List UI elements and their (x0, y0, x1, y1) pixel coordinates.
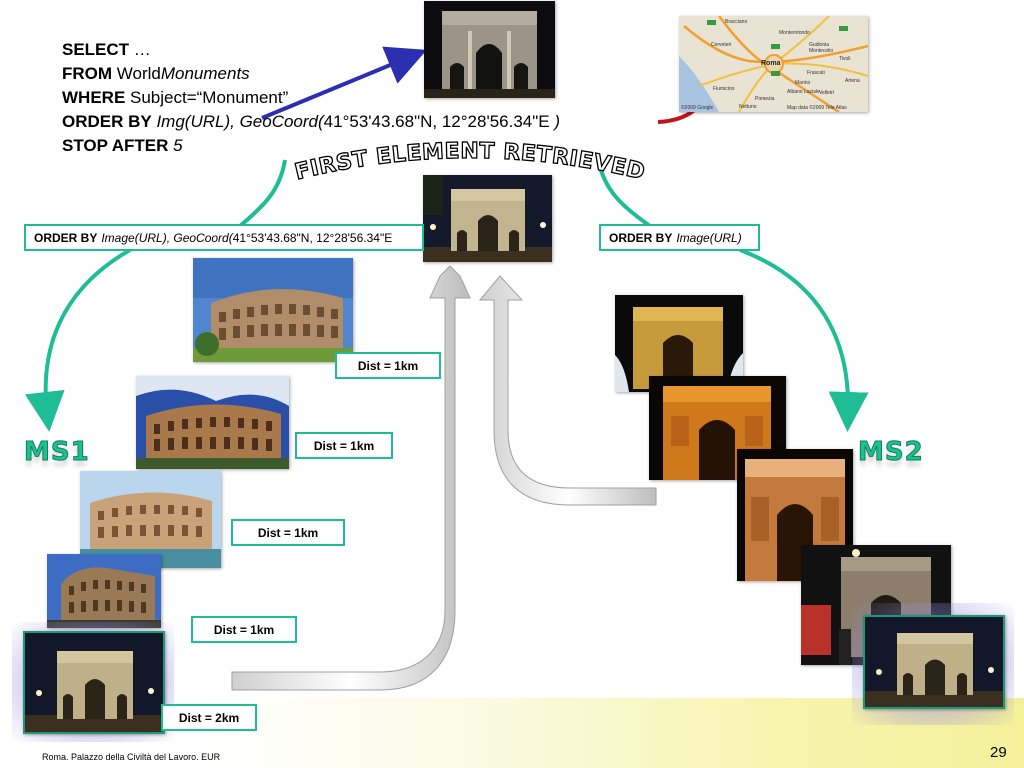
sql-stopafter-value: 5 (168, 136, 183, 155)
sql-from-value: World (112, 64, 161, 83)
blue-arrow (261, 46, 427, 120)
map-place-label: Nettuno (739, 104, 757, 110)
rome-map: Bracciano Monterotondo Cerveteri Guidoni… (679, 16, 868, 112)
sql-where-value: Subject=“Monument” (125, 88, 289, 107)
map-place-label: Monterotondo (779, 30, 810, 36)
ms1-colosseum-photo-3 (80, 471, 221, 568)
map-place-label: Frascati (807, 70, 825, 76)
map-place-label: Montecelio (809, 48, 834, 54)
sql-where-line: WHERE Subject=“Monument” (62, 86, 560, 110)
ms2-arch-photo-3 (737, 449, 853, 581)
ms1-label: MS1 (24, 437, 90, 468)
ms1-distance-label: Dist = 1km (335, 352, 441, 379)
sql-select-line: SELECT … (62, 38, 560, 62)
sql-select-value: … (129, 40, 151, 59)
sql-orderby-line: ORDER BY Img(URL), GeoCoord(41°53'43.68"… (62, 110, 560, 134)
ms2-arch-photo-1 (615, 295, 743, 392)
sql-where-keyword: WHERE (62, 88, 126, 107)
ms1-selected-arch-photo[interactable] (23, 631, 165, 734)
map-place-label: Velletri (819, 90, 835, 96)
sql-query: SELECT … FROM WorldMonuments WHERE Subje… (62, 38, 560, 158)
map-place-label: Tivoli (839, 56, 851, 62)
map-place-label: Roma (761, 60, 781, 67)
sql-orderby-close: ) (549, 112, 561, 131)
map-place-label: Artena (845, 78, 860, 84)
sql-select-keyword: SELECT (62, 40, 130, 59)
ms1-colosseum-photo-1 (193, 258, 353, 362)
left-order-keyword: ORDER BY (34, 230, 98, 245)
sql-from-keyword: FROM (62, 64, 113, 83)
teal-curve-to-ms1 (24, 248, 131, 432)
map-place-label: Marino (795, 80, 811, 86)
sql-from-value-italic: Monuments (160, 64, 250, 83)
map-place-label: Cerveteri (711, 42, 732, 48)
teal-curve-top-right (596, 159, 652, 228)
slide-page-number: 29 (990, 744, 1007, 761)
right-order-keyword: ORDER BY (609, 230, 673, 245)
slide-footer-caption: Roma. Palazzo della Civiltà del Lavoro. … (42, 752, 221, 762)
sql-stopafter-line: STOP AFTER 5 (62, 134, 560, 158)
ms1-colosseum-photo-4 (47, 554, 161, 628)
sql-stopafter-keyword: STOP AFTER (62, 136, 169, 155)
teal-curve-top-left (238, 159, 287, 228)
left-order-italic: Image(URL), GeoCoord( (101, 230, 233, 245)
left-order-coords: 41°53'43.68"N, 12°28'56.34"E (232, 230, 393, 245)
ms2-selected-arch-photo[interactable] (863, 615, 1005, 709)
sql-orderby-italic: Img(URL), GeoCoord( (151, 112, 324, 131)
sql-from-line: FROM WorldMonuments (62, 62, 560, 86)
map-copyright-right: Map data ©2009 Tele Atlas (787, 105, 847, 111)
map-place-label: Pomezia (755, 96, 775, 102)
silver-arrow-left (231, 265, 471, 691)
right-order-italic: Image(URL) (676, 230, 742, 245)
sql-orderby-keyword: ORDER BY (62, 112, 152, 131)
teal-curve-to-ms2 (739, 248, 869, 432)
map-place-label: Albano Laziale (787, 89, 820, 95)
map-place-label: Bracciano (725, 19, 748, 25)
ms2-label: MS2 (858, 437, 924, 468)
sql-orderby-coords: 41°53'43.68"N, 12°28'56.34"E (323, 112, 550, 131)
ms1-distance-label: Dist = 2km (161, 704, 257, 731)
map-copyright-left: ©2009 Google (681, 105, 714, 111)
retrieved-arch-photo (423, 175, 552, 262)
map-place-label: Guidonia (809, 42, 830, 48)
silver-arrow-right (478, 275, 657, 506)
ms1-distance-label: Dist = 1km (191, 616, 297, 643)
ms1-distance-label: Dist = 1km (295, 432, 393, 459)
map-place-label: Fiumicino (713, 86, 735, 92)
ms1-colosseum-photo-2 (136, 376, 289, 469)
top-arch-night-photo (424, 1, 555, 98)
ms1-distance-label: Dist = 1km (231, 519, 345, 546)
